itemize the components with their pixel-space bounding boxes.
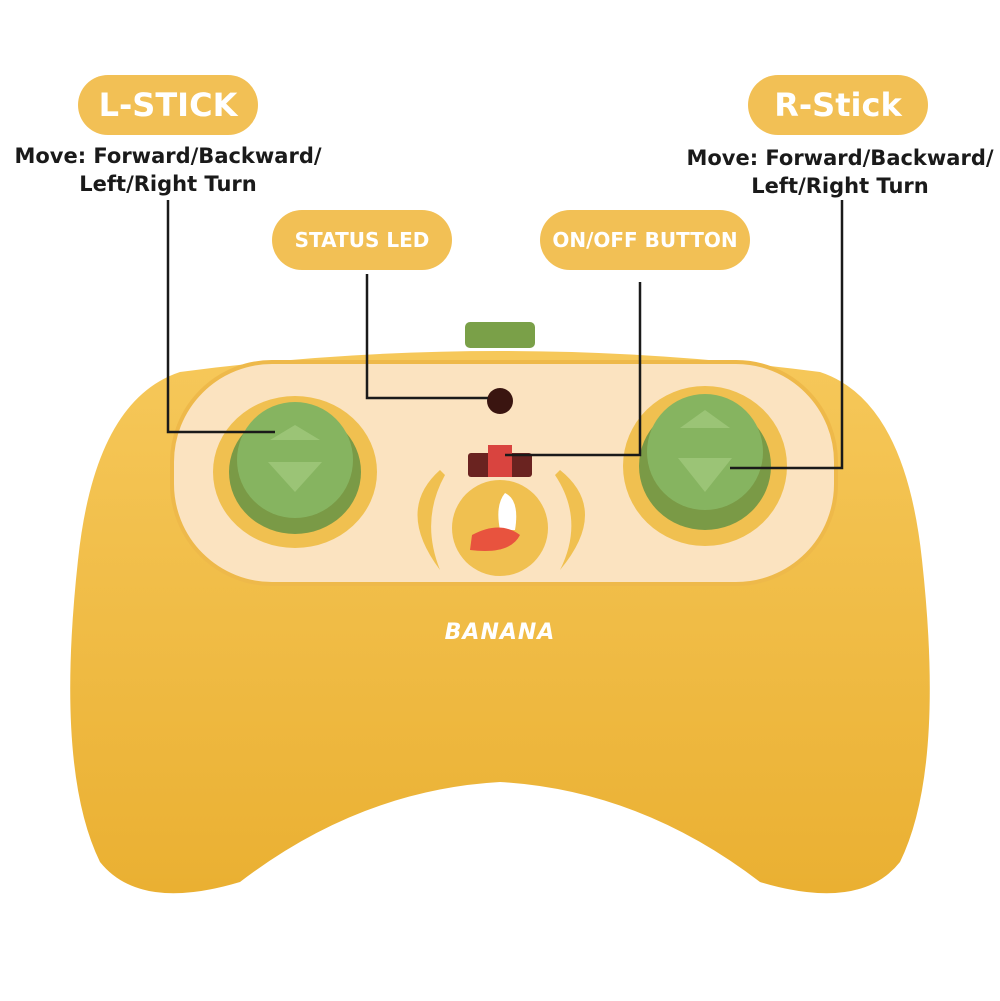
left-stick[interactable] [213, 396, 377, 548]
r-stick-desc-line2: Left/Right Turn [751, 174, 929, 198]
l-stick-description: Move: Forward/Backward/ Left/Right Turn [0, 142, 336, 198]
on-off-button-label: ON/OFF BUTTON [540, 210, 750, 270]
leader-lines [166, 200, 844, 470]
r-stick-label: R-Stick [748, 75, 928, 135]
right-stick[interactable] [623, 386, 787, 546]
status-led [487, 388, 513, 414]
l-stick-desc-line2: Left/Right Turn [79, 172, 257, 196]
status-led-label: STATUS LED [272, 210, 452, 270]
banana-logo-icon [417, 470, 585, 576]
power-switch[interactable] [488, 445, 512, 477]
r-stick-desc-line1: Move: Forward/Backward/ [686, 146, 994, 170]
brand-logo: BANANA [444, 620, 556, 645]
r-stick-description: Move: Forward/Backward/ Left/Right Turn [672, 144, 1000, 200]
l-stick-label: L-STICK [78, 75, 258, 135]
antenna-tab [465, 322, 535, 348]
l-stick-desc-line1: Move: Forward/Backward/ [14, 144, 322, 168]
